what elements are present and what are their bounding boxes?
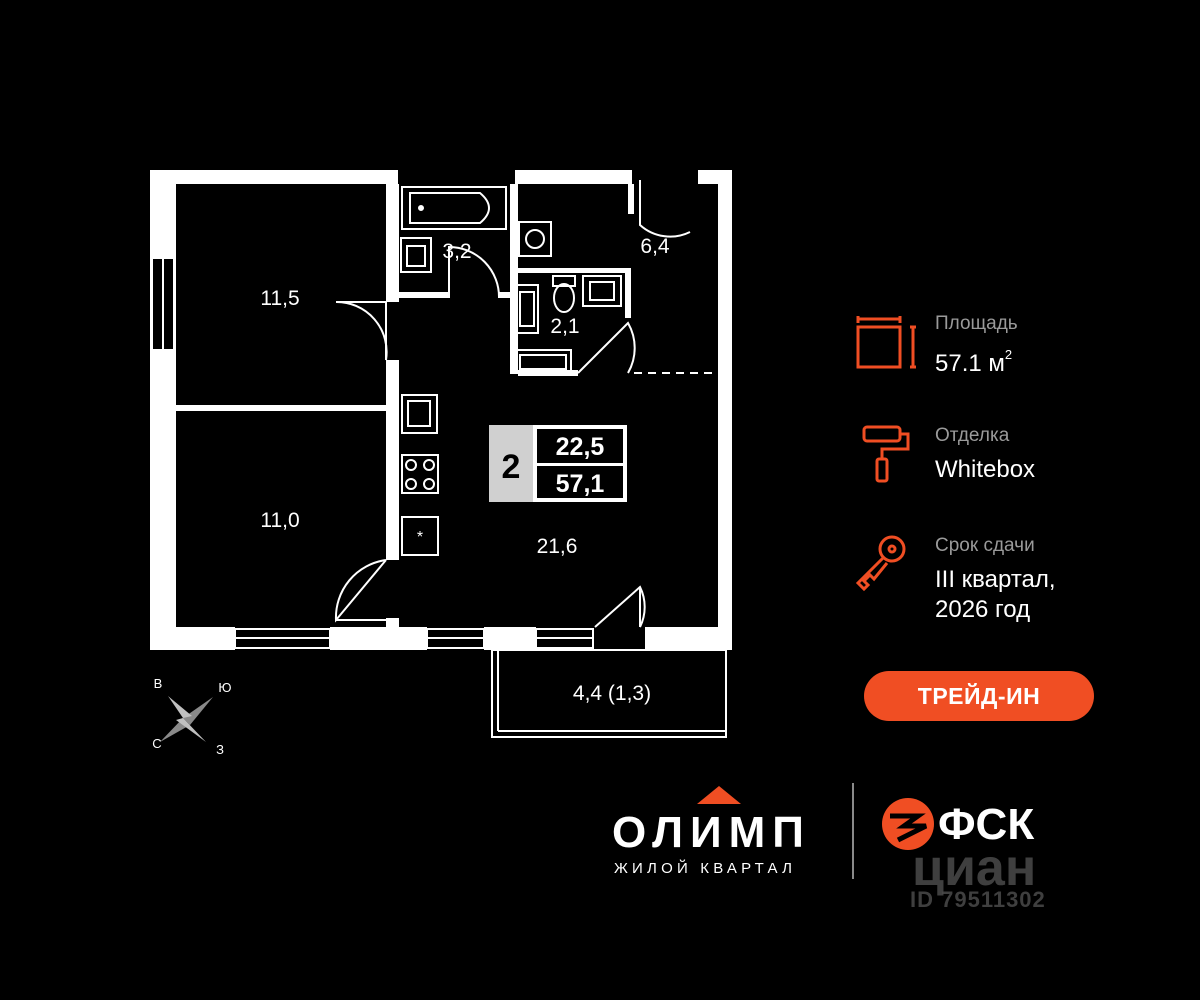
brand-divider	[852, 783, 854, 879]
olimp-roof-icon	[697, 786, 741, 804]
brand-logo-name: ОЛИМП	[612, 808, 811, 857]
outer-walls	[150, 170, 732, 650]
area-label: Площадь	[935, 313, 1018, 334]
kitchen-sink-icon	[401, 394, 438, 434]
washing-machine-icon	[518, 221, 552, 257]
room-area-balcony: 4,4 (1,3)	[573, 682, 651, 705]
compass-icon: В Ю С З	[152, 676, 231, 757]
doors	[334, 180, 718, 628]
boiler-icon	[515, 284, 539, 334]
room-area-toilet: 2,1	[550, 315, 579, 338]
trade-in-button[interactable]: ТРЕЙД-ИН	[864, 671, 1094, 721]
room-area-hall: 6,4	[640, 235, 670, 258]
deadline-value: III квартал, 2026 год	[935, 566, 1056, 623]
shower-icon	[514, 349, 572, 373]
fridge-snowflake-icon: *	[417, 529, 423, 546]
balcony	[491, 649, 727, 738]
watermark-name: циан	[912, 839, 1037, 897]
brand-logo-subtitle: ЖИЛОЙ КВАРТАЛ	[614, 860, 797, 877]
stove-icon	[401, 454, 439, 494]
compass-east: В	[154, 676, 163, 691]
room-area-bedroom-top: 11,5	[260, 287, 299, 310]
fridge-icon	[401, 516, 439, 556]
windows	[151, 257, 594, 649]
finish-value: Whitebox	[935, 456, 1036, 483]
badge-living-area: 22,5	[556, 433, 605, 461]
compass-west: З	[216, 742, 224, 757]
watermark-id: ID 79511302	[910, 887, 1046, 912]
paint-roller-icon	[862, 425, 910, 483]
compass-south: Ю	[218, 680, 231, 695]
fixtures	[400, 186, 622, 556]
badge-rooms-count: 2	[502, 448, 521, 486]
compass-north: С	[152, 736, 161, 751]
room-area-bathroom: 3,2	[442, 240, 471, 263]
inner-walls	[176, 184, 634, 630]
room-area-bedroom-bottom: 11,0	[260, 509, 299, 532]
key-icon	[855, 535, 906, 592]
bathtub-icon	[401, 186, 507, 230]
developer-logo-name: ФСК	[938, 800, 1035, 849]
deadline-label: Срок сдачи	[935, 535, 1035, 556]
fsk-logo-icon	[882, 798, 934, 850]
room-area-living-kitchen: 21,6	[537, 535, 578, 558]
floor-plan: * 11,5 11,0 3,2 2,1 6,4 21,6 4,4 (1,3) 2…	[150, 170, 732, 757]
sink-icon	[400, 237, 432, 273]
toilet-sink-icon	[582, 275, 622, 307]
apartment-badge: 2 22,5 57,1	[489, 425, 627, 502]
area-icon	[856, 316, 916, 369]
finish-label: Отделка	[935, 425, 1010, 446]
toilet-icon	[552, 275, 576, 287]
badge-total-area: 57,1	[556, 470, 605, 498]
area-value: 57.1 м2	[935, 347, 1013, 377]
